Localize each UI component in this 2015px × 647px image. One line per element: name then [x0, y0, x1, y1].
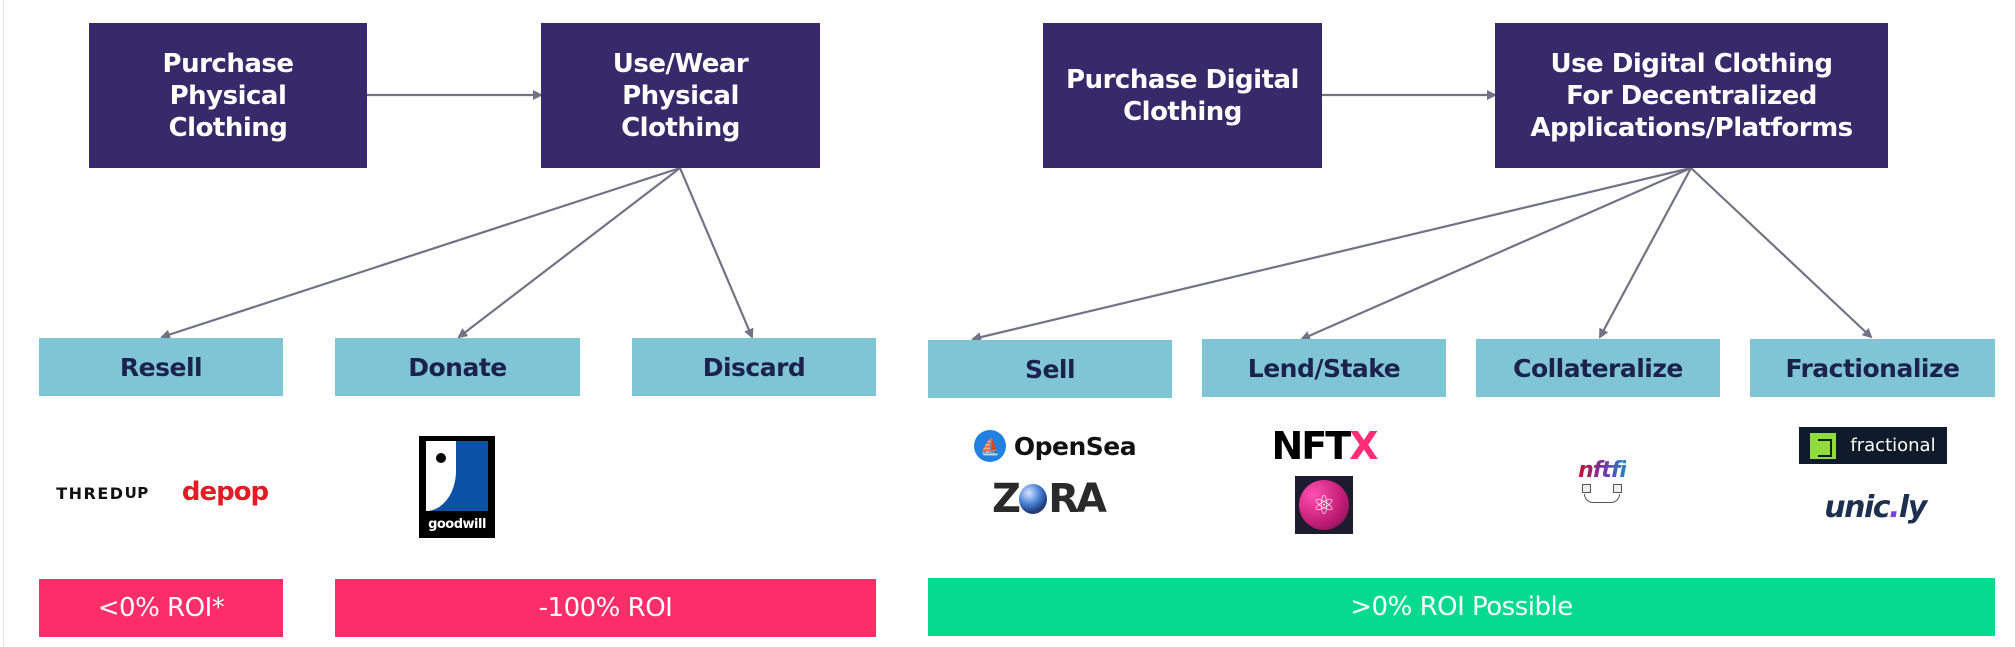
atom-protocol-logo: ⚛ — [1295, 476, 1353, 534]
action-collateralize: Collateralize — [1476, 339, 1720, 397]
purchase-digital-box: Purchase Digital Clothing — [1043, 23, 1322, 168]
action-label: Resell — [119, 352, 203, 382]
arrow-use-to-discard — [678, 167, 754, 339]
opensea-boat-icon: ⛵ — [973, 430, 1006, 462]
use-digital-label: Use Digital Clothing For Decentralized A… — [1530, 48, 1853, 143]
action-label: Collateralize — [1513, 353, 1683, 383]
unicly-logo: unic.ly — [1820, 487, 1930, 527]
fractional-logo: fractional — [1799, 427, 1947, 464]
thredup-text: THRED — [56, 483, 125, 503]
goodwill-logo: goodwill — [419, 436, 495, 538]
nftx-x: X — [1349, 424, 1378, 468]
use-digital-box: Use Digital Clothing For Decentralized A… — [1495, 23, 1888, 168]
nftfi-face-icon — [1582, 483, 1622, 493]
action-label: Donate — [408, 352, 507, 382]
action-label: Sell — [1024, 354, 1076, 384]
nftfi-text: nftfi — [1578, 457, 1627, 483]
arrow-use-to-donate — [457, 167, 681, 339]
use-physical-box: Use/Wear Physical Clothing — [541, 23, 820, 168]
unicly-text-end: ly — [1898, 489, 1927, 525]
action-sell: Sell — [928, 340, 1172, 398]
unicly-dot: . — [1889, 489, 1900, 525]
arrow-use-to-sell — [971, 166, 1692, 343]
zora-text-right: RA — [1048, 476, 1107, 522]
purchase-digital-label: Purchase Digital Clothing — [1066, 64, 1299, 127]
action-fractionalize: Fractionalize — [1750, 339, 1995, 397]
fractional-cube-icon — [1810, 432, 1837, 459]
action-donate: Donate — [335, 338, 580, 396]
slide-border — [3, 0, 4, 647]
action-lend-stake: Lend/Stake — [1202, 339, 1446, 397]
action-label: Discard — [702, 352, 806, 382]
goodwill-smile-icon — [426, 441, 488, 511]
action-label: Fractionalize — [1785, 353, 1960, 383]
purchase-physical-box: Purchase Physical Clothing — [89, 23, 367, 168]
depop-text: depop — [181, 477, 269, 507]
action-discard: Discard — [632, 338, 876, 396]
arrow-use-to-resell — [160, 166, 681, 340]
arrow-use-to-collateralize — [1599, 167, 1692, 339]
zora-orb-icon — [1019, 484, 1048, 514]
roi-label: <0% ROI* — [97, 593, 225, 623]
action-resell: Resell — [39, 338, 283, 396]
roi-label: -100% ROI — [538, 593, 673, 623]
opensea-logo: ⛵ OpenSea — [970, 428, 1140, 464]
depop-logo: depop — [170, 472, 280, 512]
goodwill-text: goodwill — [428, 517, 486, 532]
fractional-text: fractional — [1850, 435, 1936, 456]
zora-text-left: Z — [992, 476, 1021, 522]
thredup-sup: UP — [124, 484, 149, 502]
unicly-text: unic — [1824, 489, 1890, 525]
roi-badge-resell: <0% ROI* — [39, 579, 283, 637]
roi-badge-donate-discard: -100% ROI — [335, 579, 876, 637]
atom-icon: ⚛ — [1299, 480, 1349, 530]
roi-badge-digital: >0% ROI Possible — [928, 578, 1995, 636]
nftfi-logo: nftfi — [1572, 452, 1632, 508]
purchase-physical-label: Purchase Physical Clothing — [162, 48, 294, 143]
arrow-use-to-lend-stake — [1300, 166, 1692, 341]
zora-logo: Z RA — [992, 476, 1107, 522]
arrow-use-to-fractionalize — [1690, 167, 1873, 339]
opensea-text: OpenSea — [1013, 431, 1137, 461]
action-label: Lend/Stake — [1247, 353, 1401, 383]
roi-label: >0% ROI Possible — [1350, 592, 1573, 622]
use-physical-label: Use/Wear Physical Clothing — [612, 48, 749, 143]
nftx-text: NFT — [1271, 424, 1352, 468]
